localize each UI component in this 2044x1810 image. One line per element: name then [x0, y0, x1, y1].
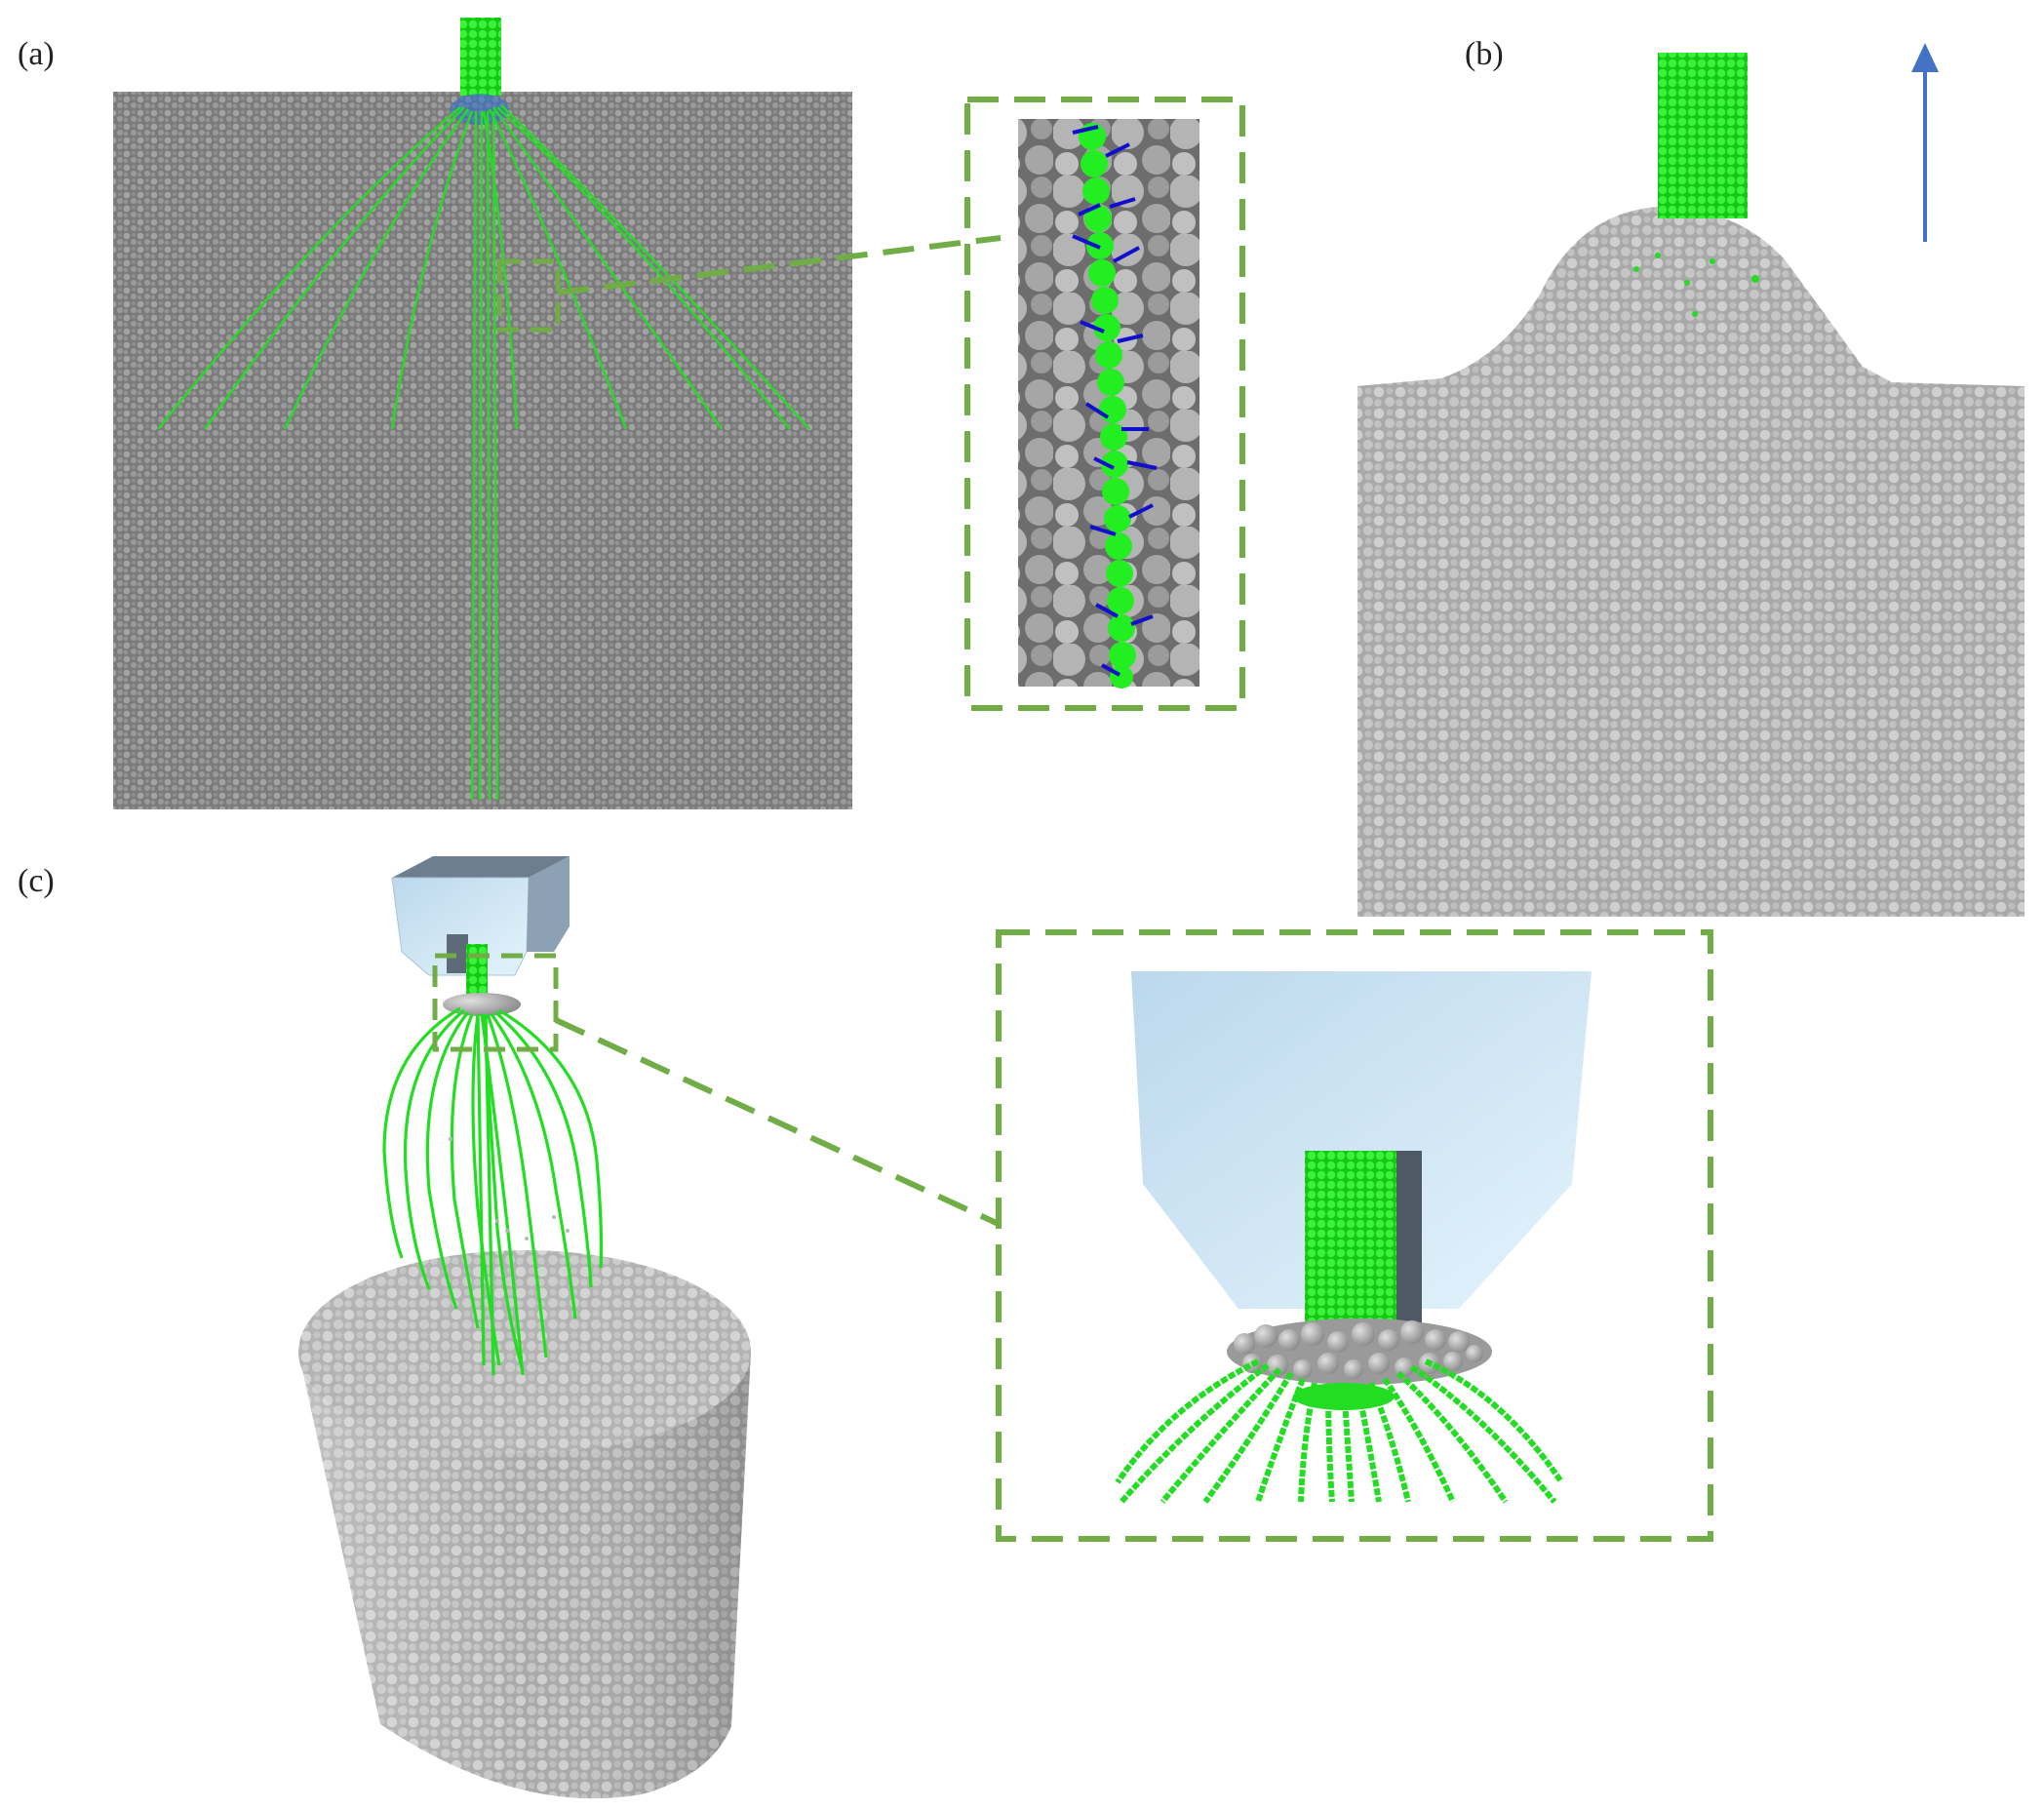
- zoom-connector-a: [557, 235, 1002, 295]
- zoom-inset-a: [964, 97, 1245, 711]
- panel-c-label: (c): [18, 863, 55, 899]
- collar-particles: [1227, 1318, 1492, 1385]
- panel-c: (c): [18, 856, 1002, 1799]
- up-arrow-icon: [1911, 43, 1939, 72]
- root-strands-c: [382, 1006, 604, 1376]
- zoom-frame-c: [996, 929, 1713, 1542]
- zoom-inset-c: [996, 929, 1713, 1542]
- particle-bed-a: [113, 92, 852, 809]
- panel-a-label: (a): [18, 36, 55, 72]
- loose-green-particles: [1633, 253, 1759, 317]
- root-strands-a: [157, 104, 810, 801]
- anchor-head-c: [391, 856, 570, 1016]
- root-strands-zoom: [1115, 1358, 1563, 1504]
- zoom-box-a: [496, 258, 561, 333]
- hopper-slot: [1395, 1151, 1422, 1324]
- inset-root-beads: [1079, 123, 1136, 689]
- panel-b: (b): [1357, 36, 2024, 917]
- zoom-frame-a: [964, 97, 1245, 711]
- hopper-body: [1131, 971, 1592, 1309]
- particle-bed-b: [1357, 207, 2024, 917]
- anchor-shaft-a: [460, 18, 501, 96]
- soil-cylinder: [298, 1250, 751, 1799]
- zoom-box-c: [432, 953, 559, 1052]
- zoom-connector-c: [554, 1017, 1002, 1228]
- contact-force-vectors: [1072, 125, 1158, 677]
- anchor-shaft-b: [1658, 53, 1748, 218]
- anchor-shaft-zoom: [1305, 1151, 1396, 1334]
- panel-a: (a): [18, 18, 1002, 809]
- detached-grains-c: [449, 1137, 570, 1240]
- panel-b-label: (b): [1465, 36, 1504, 72]
